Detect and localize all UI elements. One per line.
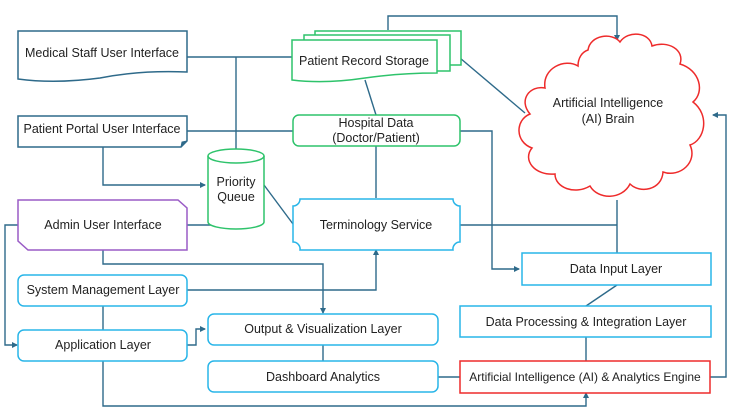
rounded-box [292,114,461,147]
node-system-management-layer[interactable]: System Management Layer [17,274,188,307]
rounded-box [207,360,439,393]
node-application-layer[interactable]: Application Layer [17,329,188,362]
node-label: Medical Staff User Interface [25,46,179,60]
connector-record-storage-diagonal-ai-brain [459,57,526,114]
node-output-visualization-layer[interactable]: Output & Visualization Layer [207,313,439,346]
connector-record-storage-to-ai-brain [387,15,620,41]
connector-ai-engine-to-ai-brain [710,112,727,378]
connector-application-to-ai-engine [102,361,589,407]
node-label: Data Processing & Integration Layer [486,315,687,329]
node-medical-staff-ui[interactable]: Medical Staff User Interface [17,30,188,82]
node-patient-portal-ui[interactable]: Patient Portal User Interface [17,115,188,148]
rounded-box [17,329,188,362]
node-label-line1: Artificial Intelligence [553,96,664,110]
node-label: System Management Layer [27,283,180,297]
doc-front [291,39,438,83]
node-label-line2: Queue [217,190,255,204]
node-priority-queue[interactable]: Priority Queue [207,148,265,230]
connector-data-input-to-data-processing [585,284,618,307]
scalloped-shape [292,198,461,251]
connector-system-management-to-terminology [187,249,379,291]
cylinder-body [207,156,265,230]
node-ai-analytics-engine[interactable]: Artificial Intelligence (AI) & Analytics… [459,360,711,394]
node-label-line1: Priority [217,175,257,189]
connector-admin-to-application [4,224,18,348]
rounded-box [207,313,439,346]
connector-hospital-data-to-data-input [459,130,520,272]
rounded-box [17,274,188,307]
node-label-line2: (AI) Brain [582,112,635,126]
node-label-line1: Hospital Data [338,116,413,130]
document-shape [17,30,188,82]
node-dashboard-analytics[interactable]: Dashboard Analytics [207,360,439,393]
node-label: Output & Visualization Layer [244,322,402,336]
fold-mark [180,140,188,148]
node-admin-ui[interactable]: Admin User Interface [17,199,188,251]
node-label: Patient Record Storage [299,54,429,68]
connectors [4,15,727,407]
connector-admin-to-output-visualization [102,249,326,314]
connector-patient-portal-to-priority-queue [102,147,206,188]
node-ai-brain[interactable]: Artificial Intelligence (AI) Brain [518,33,705,197]
node-label: Application Layer [55,338,151,352]
node-label: Patient Portal User Interface [23,122,180,136]
box [459,305,712,338]
connector-priority-queue-to-terminology [263,184,294,225]
node-label: Dashboard Analytics [266,370,380,384]
node-data-input-layer[interactable]: Data Input Layer [521,252,712,286]
node-label: Artificial Intelligence (AI) & Analytics… [469,370,701,384]
node-hospital-data[interactable]: Hospital Data (Doctor/Patient) [292,114,461,147]
node-terminology-service[interactable]: Terminology Service [292,198,461,251]
connector-application-to-output-visualization [187,326,206,346]
node-label: Admin User Interface [44,218,161,232]
node-label: Terminology Service [320,218,433,232]
node-data-processing-layer[interactable]: Data Processing & Integration Layer [459,305,712,338]
cylinder-top [207,148,265,164]
node-patient-record-storage[interactable]: Patient Record Storage [291,30,462,83]
box [521,252,712,286]
connector-record-storage-to-hospital-data [364,79,377,116]
snipped-shape [17,199,188,251]
node-label: Data Input Layer [570,262,662,276]
node-label-line2: (Doctor/Patient) [332,131,420,145]
cloud-shape [518,33,705,197]
box [459,360,711,394]
